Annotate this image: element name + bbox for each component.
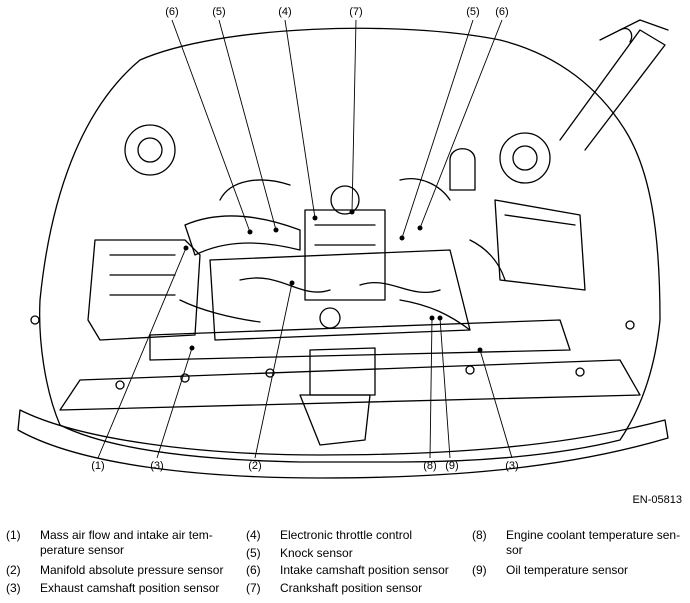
radiator-support bbox=[149, 319, 571, 361]
callout-bottom-1: (1) bbox=[91, 460, 105, 472]
battery-box bbox=[494, 199, 586, 291]
front-bumper bbox=[17, 409, 669, 479]
legend-item-7: (7) Crankshaft position sensor bbox=[246, 581, 466, 596]
legend-text: Knock sensor bbox=[280, 546, 353, 560]
leader-bottom-1 bbox=[97, 247, 187, 459]
legend-item-3: (3) Exhaust camshaft position sensor bbox=[6, 581, 246, 596]
hood-strut bbox=[559, 29, 666, 151]
leader-bottom-3-left bbox=[156, 347, 193, 459]
legend: (1) Mass air flow and intake air tem-per… bbox=[0, 522, 690, 602]
leader-bottom-3-right bbox=[479, 349, 513, 459]
leader-top-6-left bbox=[171, 19, 251, 233]
leader-bottom-9 bbox=[439, 317, 451, 459]
callout-top-5-right: (5) bbox=[466, 6, 480, 18]
legend-item-6: (6) Intake camshaft position sensor bbox=[246, 563, 466, 578]
legend-number: (9) bbox=[472, 563, 487, 577]
legend-item-5: (5) Knock sensor bbox=[246, 546, 466, 561]
callout-top-5-left: (5) bbox=[212, 6, 226, 18]
legend-text: Exhaust camshaft position sensor bbox=[40, 581, 220, 595]
callout-top-6-left: (6) bbox=[165, 6, 179, 18]
callout-top-6-right: (6) bbox=[495, 6, 509, 18]
legend-number: (5) bbox=[246, 546, 261, 560]
callout-bottom-9: (9) bbox=[445, 460, 459, 472]
callout-bottom-3-right: (3) bbox=[505, 460, 519, 472]
engine-bay-illustration bbox=[17, 19, 669, 479]
throttle-body bbox=[304, 209, 386, 301]
leader-top-7 bbox=[351, 19, 357, 213]
legend-item-8: (8) Engine coolant temperature sen-sor bbox=[472, 528, 686, 558]
leader-bottom-8 bbox=[429, 317, 433, 459]
leader-top-5-right bbox=[401, 19, 474, 239]
legend-number: (7) bbox=[246, 581, 261, 595]
legend-item-9: (9) Oil temperature sensor bbox=[472, 563, 686, 578]
engine-block bbox=[209, 249, 471, 341]
legend-text: Mass air flow and intake air tem-peratur… bbox=[40, 528, 213, 557]
leader-bottom-2 bbox=[254, 282, 293, 459]
legend-text: Oil temperature sensor bbox=[506, 563, 629, 577]
legend-number: (8) bbox=[472, 528, 487, 542]
legend-number: (1) bbox=[6, 528, 21, 542]
legend-text: Intake camshaft position sensor bbox=[280, 563, 449, 577]
leader-top-5-left bbox=[218, 19, 277, 231]
air-cleaner-box bbox=[87, 239, 201, 341]
legend-number: (6) bbox=[246, 563, 261, 577]
legend-text: Crankshaft position sensor bbox=[280, 581, 423, 595]
legend-item-1: (1) Mass air flow and intake air tem-per… bbox=[6, 528, 236, 558]
callout-bottom-3-left: (3) bbox=[150, 460, 164, 472]
right-strut-tower bbox=[499, 132, 551, 184]
legend-number: (3) bbox=[6, 581, 21, 595]
legend-text: Manifold absolute pressure sensor bbox=[40, 563, 224, 577]
legend-number: (4) bbox=[246, 528, 261, 542]
leader-top-4 bbox=[284, 19, 316, 219]
leader-top-6-right bbox=[419, 19, 503, 229]
reservoir bbox=[449, 148, 476, 191]
callout-top-7: (7) bbox=[349, 6, 363, 18]
figure-id: EN-05813 bbox=[632, 494, 682, 506]
legend-item-4: (4) Electronic throttle control bbox=[246, 528, 466, 543]
callout-bottom-2: (2) bbox=[248, 460, 262, 472]
intake-duct bbox=[184, 215, 301, 256]
callout-top-4: (4) bbox=[278, 6, 292, 18]
legend-text: Electronic throttle control bbox=[280, 528, 413, 542]
legend-number: (2) bbox=[6, 563, 21, 577]
callout-bottom-8: (8) bbox=[423, 460, 437, 472]
engine-bay-diagram: (6) (5) (4) (7) (5) (6) (1) (3) (2) (8) … bbox=[17, 6, 669, 479]
left-strut-tower bbox=[124, 124, 176, 176]
legend-text: Engine coolant temperature sen-sor bbox=[506, 528, 681, 557]
legend-item-2: (2) Manifold absolute pressure sensor bbox=[6, 563, 246, 578]
